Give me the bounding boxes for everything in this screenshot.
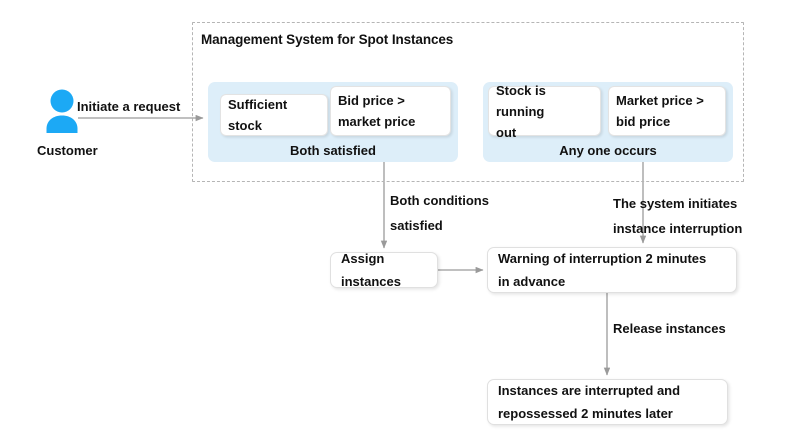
step-assign-instances: Assign instances	[330, 251, 438, 289]
panel-caption-any-one-occurs: Any one occurs	[559, 143, 657, 158]
condition-bid-price: Bid price > market price	[330, 86, 451, 136]
person-icon	[45, 88, 79, 134]
condition-market-price-line1: Market price >	[616, 93, 704, 108]
condition-sufficient-stock-line1: Sufficient stock	[228, 97, 288, 133]
management-system-group	[192, 22, 744, 182]
edge-label-both-conditions-line2: satisfied	[390, 218, 443, 233]
panel-any-one-occurs: Stock is running out Market price > bid …	[483, 82, 733, 162]
step-assign-instances-label: Assign instances	[341, 251, 401, 289]
step-warning-line2: in advance	[498, 274, 566, 289]
group-title: Management System for Spot Instances	[201, 32, 454, 47]
condition-stock-running-out: Stock is running out	[488, 83, 601, 140]
condition-stock-running-out-line1: Stock is running	[496, 82, 546, 119]
edge-label-both-conditions-line1: Both conditions	[390, 193, 489, 208]
edge-label-both-conditions: Both conditions satisfied	[390, 188, 489, 238]
edge-label-system-initiates-line1: The system initiates	[613, 196, 738, 211]
condition-sufficient-stock: Sufficient stock	[220, 94, 328, 136]
step-warning-line1: Warning of interruption 2 minutes	[498, 251, 707, 266]
condition-bid-price-line1: Bid price >	[338, 93, 405, 108]
edge-label-release-instances: Release instances	[613, 321, 726, 336]
edge-label-initiate-request: Initiate a request	[77, 99, 181, 114]
condition-market-price-line2: bid price	[616, 114, 671, 129]
edge-label-system-initiates-line2: instance interruption	[613, 221, 743, 236]
condition-bid-price-line2: market price	[338, 114, 416, 129]
customer-label: Customer	[37, 143, 98, 158]
step-warning-of-interruption: Warning of interruption 2 minutes in adv…	[487, 247, 737, 293]
panel-caption-both-satisfied: Both satisfied	[290, 143, 376, 158]
step-interrupt-line1: Instances are interrupted and	[498, 383, 681, 398]
condition-market-price: Market price > bid price	[608, 86, 726, 136]
condition-stock-running-out-line2: out	[496, 124, 517, 140]
panel-both-satisfied: Sufficient stock Bid price > market pric…	[208, 82, 458, 162]
step-instances-interrupted: Instances are interrupted and repossesse…	[487, 379, 728, 425]
step-interrupt-line2: repossessed 2 minutes later	[498, 406, 673, 421]
edge-label-system-initiates: The system initiates instance interrupti…	[613, 191, 742, 241]
